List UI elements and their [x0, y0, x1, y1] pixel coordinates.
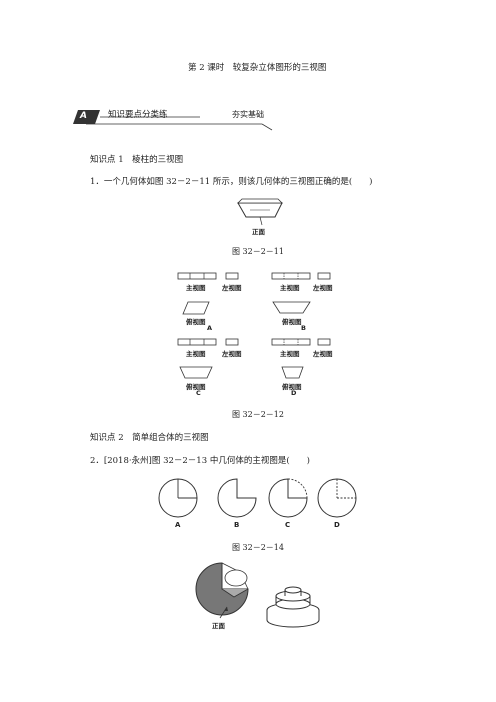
section-badge-label: A	[80, 111, 87, 121]
option-c-main-label: 主视图	[186, 350, 206, 358]
option-c-left-label: 左视图	[222, 350, 242, 358]
kp2-option-d: D	[334, 521, 340, 529]
kp1-heading: 知识点 1 棱柱的三视图	[90, 155, 184, 165]
figure-prism-front-label: 正面	[252, 228, 265, 236]
option-a-letter: A	[207, 324, 213, 332]
page-title: 第 2 课时 较复杂立体图形的三视图	[188, 63, 327, 73]
option-b-left-label: 左视图	[313, 284, 333, 292]
section-left-label: 知识要点分类练	[108, 110, 168, 120]
option-d-left-label: 左视图	[313, 350, 333, 358]
option-d-letter: D	[291, 389, 297, 397]
option-a-top-label: 俯视图	[186, 318, 206, 326]
option-d-top-label: 俯视图	[282, 383, 302, 391]
figure-solids-front-label: 正面	[212, 622, 225, 630]
kp1-question: 1．一个几何体如图 32－2－11 所示，则该几何体的三视图正确的是( )	[90, 177, 373, 187]
option-b-main-label: 主视图	[280, 284, 300, 292]
option-c-letter: C	[196, 389, 201, 397]
kp2-heading: 知识点 2 简单组合体的三视图	[90, 433, 209, 443]
figure-caption-3: 图 32－2－14	[232, 543, 284, 552]
figure-caption-2: 图 32－2－12	[232, 410, 284, 419]
kp2-option-c: C	[285, 521, 291, 529]
figure-caption-1: 图 32－2－11	[232, 247, 284, 256]
section-right-label: 夯实基础	[232, 110, 264, 119]
option-b-top-label: 俯视图	[282, 318, 302, 326]
option-a-main-label: 主视图	[186, 284, 206, 292]
option-c-top-label: 俯视图	[186, 383, 206, 391]
option-a-left-label: 左视图	[222, 284, 242, 292]
kp2-option-a: A	[175, 521, 181, 529]
option-b-letter: B	[301, 324, 306, 332]
section-badge-shape	[73, 110, 100, 124]
kp2-option-b: B	[234, 521, 240, 529]
option-d-main-label: 主视图	[280, 350, 300, 358]
kp2-question: 2．[2018·永州]图 32－2－13 中几何体的主视图是( )	[90, 456, 310, 466]
